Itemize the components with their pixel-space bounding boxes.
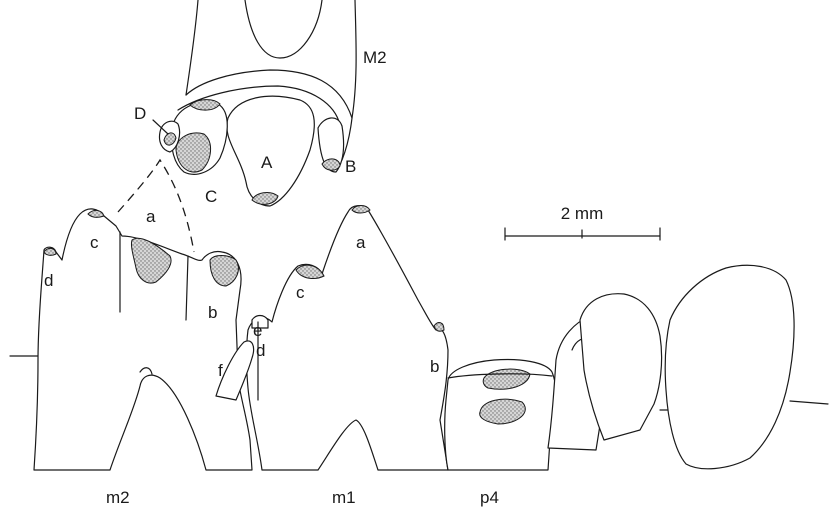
m2-cusp-d-wear	[44, 248, 56, 255]
label-tooth-m1: m1	[332, 488, 356, 507]
label-upper-A: A	[261, 153, 273, 172]
m1-tooth-outline	[247, 206, 449, 470]
label-m2-a: a	[146, 207, 156, 226]
label-m1-a: a	[356, 233, 366, 252]
scale-bar-label: 2 mm	[561, 204, 604, 223]
label-m2-b: b	[208, 303, 217, 322]
label-m1-c: c	[296, 283, 305, 302]
cusp-B-wear	[322, 159, 340, 170]
label-m1-d: d	[256, 341, 265, 360]
label-upper-D: D	[134, 104, 146, 123]
scale-bar: 2 mm	[505, 204, 660, 240]
label-tooth-p4: p4	[480, 488, 499, 507]
label-m1-b: b	[430, 357, 439, 376]
upper-molar-m2	[153, 0, 356, 206]
m2-root-left	[186, 0, 198, 95]
label-M2: M2	[363, 48, 387, 67]
jaw-line-right	[790, 401, 828, 404]
label-upper-C: C	[205, 187, 217, 206]
m2-root-inner	[245, 0, 322, 58]
label-upper-B: B	[345, 157, 356, 176]
label-tooth-m2: m2	[106, 488, 130, 507]
label-m1-f: f	[218, 361, 223, 380]
cusp-A-outline	[227, 96, 315, 206]
label-m2-d: d	[44, 271, 53, 290]
lower-jaw	[10, 206, 828, 471]
m2-root-right	[342, 0, 356, 160]
label-m1-e: e	[253, 321, 262, 340]
label-m2-c: c	[90, 233, 99, 252]
premolar-1-outline	[665, 265, 794, 469]
